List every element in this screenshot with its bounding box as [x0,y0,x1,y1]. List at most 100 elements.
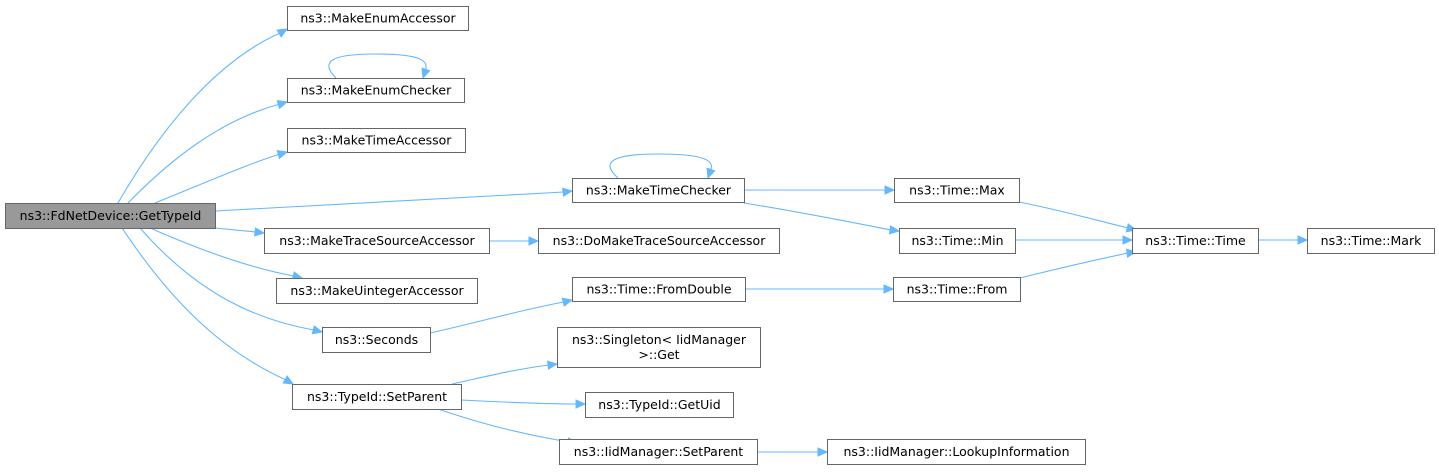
arrowhead-icon [706,167,716,180]
function-node-seconds[interactable]: ns3::Seconds [322,327,431,353]
function-node-fromDouble[interactable]: ns3::Time::FromDouble [572,277,746,302]
node-label: ns3::MakeTraceSourceAccessor [279,233,475,248]
node-box [287,128,466,153]
edge-line [127,103,281,204]
node-label: ns3::MakeTimeAccessor [302,133,453,148]
arrowhead-icon [253,227,266,237]
arrowhead-icon [817,447,829,457]
function-node-singletonGet[interactable]: ns3::Singleton< IidManager>::Get [557,327,761,368]
node-label: ns3::MakeUintegerAccessor [290,283,464,298]
call-edge-timeFrom-to-timeTime [1019,248,1138,279]
function-node-root: ns3::FdNetDevice::GetTypeId [5,203,216,229]
node-box [287,6,469,31]
node-label: ns3::Seconds [335,332,418,347]
function-node-lookupInfo[interactable]: ns3::IidManager::LookupInformation [827,439,1086,465]
function-node-timeTime[interactable]: ns3::Time::Time [1132,228,1259,254]
call-edge-timeChk-to-timeMax [744,185,896,195]
function-node-doTrace[interactable]: ns3::DoMakeTraceSourceAccessor [538,228,780,254]
node-box [5,203,216,229]
edge-line [1018,201,1129,229]
call-edge-traceAcc-to-doTrace [489,236,540,246]
node-box [572,277,746,302]
arrowhead-icon [311,325,324,335]
call-edge-timeTime-to-timeMark [1258,235,1309,245]
node-label: ns3::IidManager::SetParent [574,444,744,459]
edge-line [214,191,565,212]
function-node-timeMark[interactable]: ns3::Time::Mark [1307,228,1435,254]
node-label: ns3::Time::From [907,282,1008,297]
node-box [264,228,490,254]
node-box [287,78,465,103]
arrowhead-icon [575,399,587,409]
arrowhead-icon [276,150,289,160]
edge-line [117,32,281,204]
node-box [1307,228,1435,254]
node-label: ns3::FdNetDevice::GetTypeId [20,208,202,223]
call-edge-root-to-traceAcc [214,227,266,237]
call-edge-timeChk-to-timeMin [743,202,901,235]
call-edge-enumChk-to-enumChk [328,53,431,80]
edge-line [429,301,565,334]
node-box [276,278,478,304]
arrowhead-icon [528,236,540,246]
edge-line [1019,252,1129,279]
arrowhead-icon [421,67,431,80]
node-label: ns3::Time::Max [909,183,1005,198]
edge-line [460,399,578,405]
function-node-traceAcc[interactable]: ns3::MakeTraceSourceAccessor [264,228,490,254]
function-node-timeMax[interactable]: ns3::Time::Max [894,178,1020,203]
call-edge-iidSetParent-to-lookupInfo [757,447,829,457]
arrowhead-icon [1125,248,1138,258]
edge-line [149,227,295,277]
node-label: ns3::Time::Mark [1321,233,1422,248]
arrowhead-icon [884,185,896,195]
call-edge-timeChk-to-timeChk [609,153,716,180]
function-node-timeMin[interactable]: ns3::Time::Min [899,228,1016,254]
arrowhead-icon [282,375,295,385]
call-edge-timeMin-to-timeTime [1015,235,1134,245]
function-node-timeAcc[interactable]: ns3::MakeTimeAccessor [287,128,466,153]
function-node-setParentT[interactable]: ns3::TypeId::SetParent [292,384,462,410]
function-node-iidSetParent[interactable]: ns3::IidManager::SetParent [559,439,758,465]
function-node-getUid[interactable]: ns3::TypeId::GetUid [585,392,734,418]
node-label: ns3::IidManager::LookupInformation [843,444,1069,459]
call-edge-root-to-setParentT [121,227,295,385]
node-label: ns3::MakeEnumChecker [301,83,452,98]
call-edge-root-to-seconds [139,227,324,335]
node-box [538,228,780,254]
call-edge-seconds-to-fromDouble [429,297,574,334]
arrowhead-icon [561,297,574,307]
edge-line [328,53,427,79]
node-label: ns3::Singleton< IidManager [572,332,747,347]
call-edge-root-to-enumAcc [117,28,289,204]
edge-line [121,227,287,381]
node-label: ns3::TypeId::GetUid [598,397,720,412]
edge-line [743,202,892,231]
call-edges [117,28,1309,457]
function-node-uintAcc[interactable]: ns3::MakeUintegerAccessor [276,278,478,304]
arrowhead-icon [1122,235,1134,245]
node-box [557,327,761,368]
node-label: ns3::TypeId::SetParent [307,389,447,404]
call-edge-setParentT-to-iidSetParent [437,408,579,447]
edge-line [139,227,315,331]
node-label: ns3::DoMakeTraceSourceAccessor [553,233,767,248]
arrowhead-icon [1297,235,1309,245]
function-node-timeFrom[interactable]: ns3::Time::From [893,277,1021,302]
function-node-timeChk[interactable]: ns3::MakeTimeChecker [572,178,745,203]
call-edge-setParentT-to-singletonGet [451,360,559,385]
edge-line [437,408,570,443]
call-edge-timeMax-to-timeTime [1018,201,1138,233]
node-box [572,178,745,203]
arrowhead-icon [561,187,574,197]
node-box [894,178,1020,203]
node-label: ns3::Time::FromDouble [586,282,731,297]
function-node-enumAcc[interactable]: ns3::MakeEnumAccessor [287,6,469,31]
arrowhead-icon [276,100,289,110]
arrowhead-icon [888,225,901,235]
node-label: ns3::MakeTimeChecker [586,183,732,198]
edge-line [609,153,712,179]
function-node-enumChk[interactable]: ns3::MakeEnumChecker [287,78,465,103]
call-edge-root-to-enumChk [127,100,289,204]
